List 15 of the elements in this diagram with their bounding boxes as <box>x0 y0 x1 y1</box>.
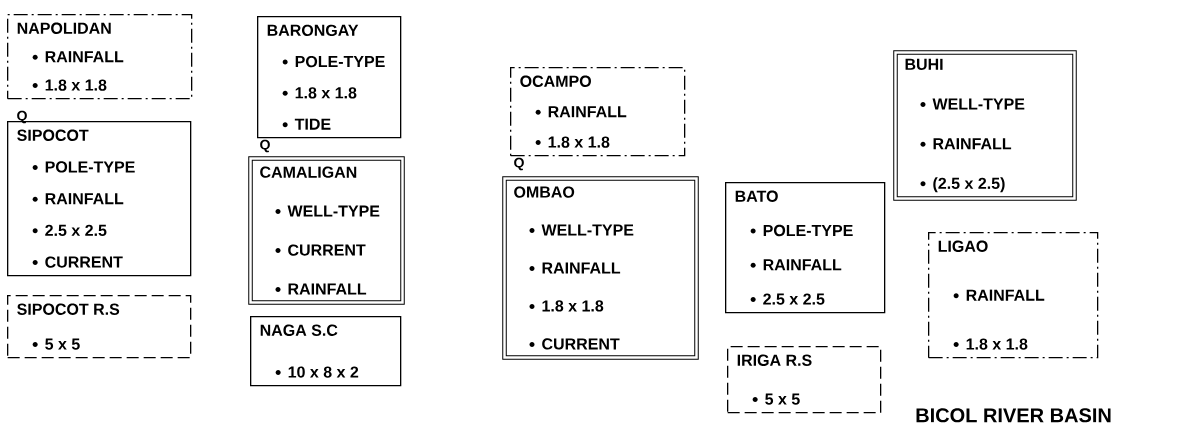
station-box: LIGAO RAINFALL 1.8 x 1.8 <box>928 232 1099 359</box>
map-label: BICOL RIVER BASIN <box>916 408 1111 423</box>
map-label: Q <box>260 139 270 153</box>
station-box: CAMALIGAN WELL-TYPE CURRENT RAINFALL <box>248 156 405 305</box>
station-box: BARONGAY POLE-TYPE 1.8 x 1.8 TIDE <box>257 16 402 139</box>
station-box: NAGA S.C 10 x 8 x 2 <box>250 316 402 387</box>
map-label: Q <box>17 110 27 124</box>
station-box: BATO POLE-TYPE RAINFALL 2.5 x 2.5 <box>725 182 886 314</box>
station-box: NAPOLIDAN RAINFALL 1.8 x 1.8 <box>7 14 193 100</box>
station-box: IRIGA R.S 5 x 5 <box>727 346 882 414</box>
station-box: OMBAO WELL-TYPE RAINFALL 1.8 x 1.8 CURRENT <box>502 176 699 360</box>
map-label: Q <box>514 157 524 171</box>
station-box: SIPOCOT R.S 5 x 5 <box>7 295 192 359</box>
station-box: BUHI WELL-TYPE RAINFALL (2.5 x 2.5) <box>893 50 1077 201</box>
station-box: OCAMPO RAINFALL 1.8 x 1.8 <box>510 67 686 157</box>
